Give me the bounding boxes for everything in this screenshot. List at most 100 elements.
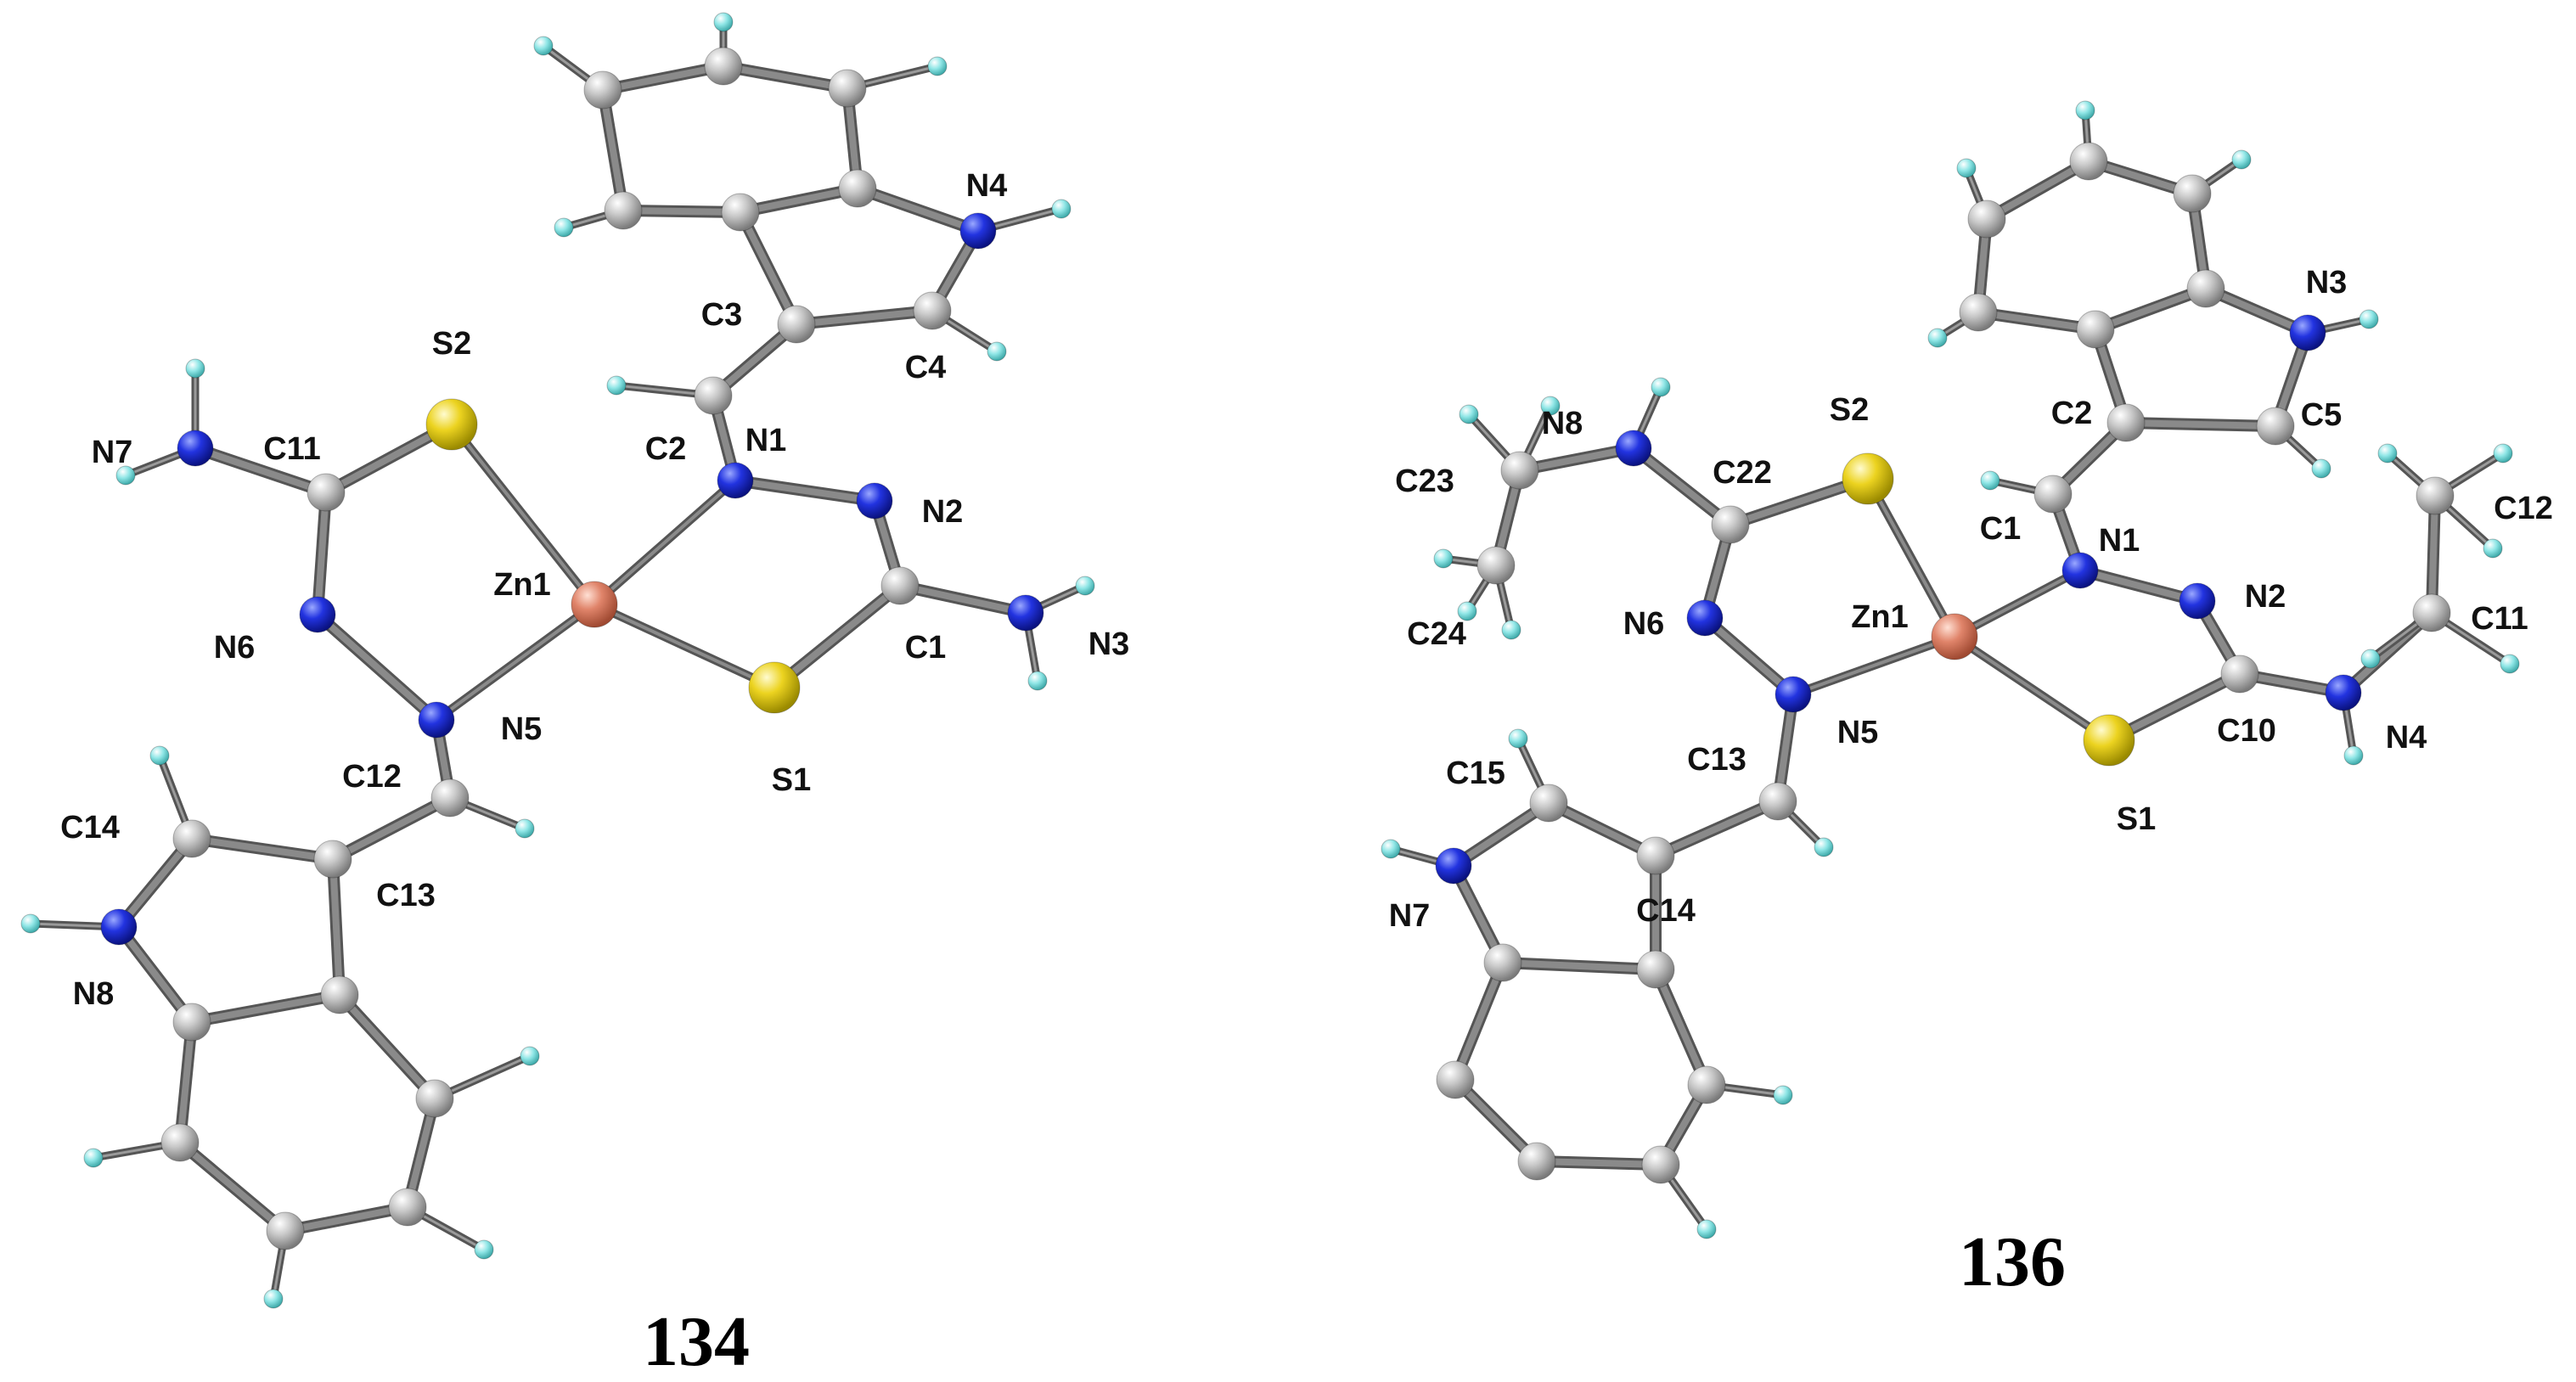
atom-label-s1: S1 xyxy=(2117,801,2156,837)
atom-label-c14: C14 xyxy=(1636,893,1696,929)
atom-c-c22 xyxy=(1711,505,1750,544)
atoms-134 xyxy=(20,12,1095,1309)
bond-highlight xyxy=(1452,1076,1540,1165)
atom-h-h9 xyxy=(533,36,554,56)
atom-h-h1 xyxy=(185,358,205,379)
atom-c-a2 xyxy=(604,191,643,230)
atom-c-c11 xyxy=(2412,593,2451,632)
atom-c-c24 xyxy=(1476,546,1516,585)
atom-label-n7: N7 xyxy=(92,435,133,470)
atom-h-k21 xyxy=(1508,728,1528,749)
atom-n-n6 xyxy=(299,596,336,633)
atom-c-a4 xyxy=(704,47,743,86)
atom-n-n1 xyxy=(2061,552,2099,589)
atom-h-k11 xyxy=(1956,158,1977,178)
atom-h-k20 xyxy=(1814,837,1834,857)
bond-highlight xyxy=(599,87,627,214)
bond-highlight xyxy=(732,477,878,504)
atom-h-h18 xyxy=(83,1148,104,1168)
atom-c-d3 xyxy=(1687,1065,1726,1104)
atom-zn-zn1 xyxy=(1931,613,1978,660)
bond-highlight xyxy=(593,603,776,689)
atom-c-c5 xyxy=(2256,407,2295,446)
atom-c-c13 xyxy=(1758,782,1797,821)
bond-highlight xyxy=(192,445,329,496)
atom-c-c23 xyxy=(1500,451,1539,490)
atom-label-n2: N2 xyxy=(922,494,964,530)
bond-highlight xyxy=(1983,158,2092,222)
bond-highlight xyxy=(329,795,453,862)
bond-highlight xyxy=(336,992,438,1102)
atom-h-h3 xyxy=(1075,576,1095,596)
atom-c-c15 xyxy=(1529,784,1568,823)
atom-label-c2: C2 xyxy=(645,431,687,467)
atom-h-k10 xyxy=(1927,328,1948,348)
atom-c-b5 xyxy=(266,1211,305,1250)
atom-label-c11: C11 xyxy=(2471,601,2528,637)
atom-label-n2: N2 xyxy=(2245,579,2286,615)
atom-label-n3: N3 xyxy=(1088,626,1130,662)
atom-h-h17 xyxy=(263,1289,284,1309)
atom-label-n1: N1 xyxy=(745,423,787,458)
bond-highlight xyxy=(2428,492,2438,616)
atom-label-n6: N6 xyxy=(1623,606,1665,642)
atom-n-n7 xyxy=(1435,847,1472,885)
atom-c-d4 xyxy=(1641,1145,1680,1184)
atom-c-b1 xyxy=(172,1003,211,1042)
atom-n-n8 xyxy=(1615,430,1652,467)
atom-h-k2 xyxy=(2493,443,2513,463)
atom-c-c1 xyxy=(880,566,920,605)
atom-label-c5: C5 xyxy=(2301,397,2343,433)
atoms-136 xyxy=(1381,100,2520,1239)
atom-c-c14 xyxy=(172,819,211,858)
bond-highlight xyxy=(282,1204,411,1234)
bond-highlight xyxy=(593,479,737,606)
bond-highlight xyxy=(1953,569,2082,638)
atom-c-c1 xyxy=(2076,310,2115,349)
atom-n-n2 xyxy=(856,482,893,520)
atom-h-h4 xyxy=(1027,671,1048,691)
atom-labels-134: Zn1S1S2N1N2N3N4N5N6N7N8C1C2C3C4C11C12C13… xyxy=(60,168,1129,1012)
atom-h-h7 xyxy=(606,375,627,396)
atom-label-c1: C1 xyxy=(1980,511,2022,547)
atom-h-h13 xyxy=(149,745,170,766)
bond-highlight xyxy=(1516,445,1637,474)
atom-h-k13 xyxy=(2231,149,2252,170)
atom-h-h12 xyxy=(515,818,535,839)
atom-label-c13: C13 xyxy=(1687,742,1746,778)
molecule-134: Zn1S1S2N1N2N3N4N5N6N7N8C1C2C3C4C11C12C13… xyxy=(20,12,1129,1381)
atom-h-k1 xyxy=(2377,443,2398,463)
atom-s-s2 xyxy=(425,398,478,451)
atom-label-zn1: Zn1 xyxy=(493,567,551,603)
atom-label-c3: C3 xyxy=(701,297,743,333)
bond-highlight xyxy=(599,63,727,93)
atom-c-b4 xyxy=(388,1188,427,1227)
atom-n-n5 xyxy=(418,701,455,739)
atom-label-c1: C1 xyxy=(905,630,947,666)
atom-label-c12: C12 xyxy=(342,759,402,795)
atom-label-n8: N8 xyxy=(1542,406,1583,441)
atom-s-s1 xyxy=(748,661,801,714)
atom-label-n8: N8 xyxy=(73,976,115,1012)
atom-c-c2 xyxy=(694,376,733,415)
atom-c-a5 xyxy=(828,69,867,108)
atom-c-c4 xyxy=(913,291,952,330)
bond-highlight xyxy=(737,185,861,216)
bond-highlight xyxy=(115,924,195,1025)
bond-highlight xyxy=(1630,445,1734,528)
atom-label-c24: C24 xyxy=(1407,616,1466,652)
atom-label-c14: C14 xyxy=(60,810,120,845)
atom-n-n3 xyxy=(2289,314,2326,351)
atom-c-b3 xyxy=(415,1079,454,1118)
atom-c-b6 xyxy=(160,1123,200,1162)
atom-label-c13: C13 xyxy=(376,878,436,913)
atom-label-c2: C2 xyxy=(2051,396,2093,431)
atom-h-k5 xyxy=(2360,649,2381,669)
bond-highlight xyxy=(737,209,800,328)
atom-n-n5 xyxy=(1775,676,1812,713)
atom-c-c12 xyxy=(430,778,470,817)
atom-label-n4: N4 xyxy=(966,168,1008,204)
atom-c-c5 xyxy=(2173,174,2212,213)
bond-highlight xyxy=(314,489,329,618)
